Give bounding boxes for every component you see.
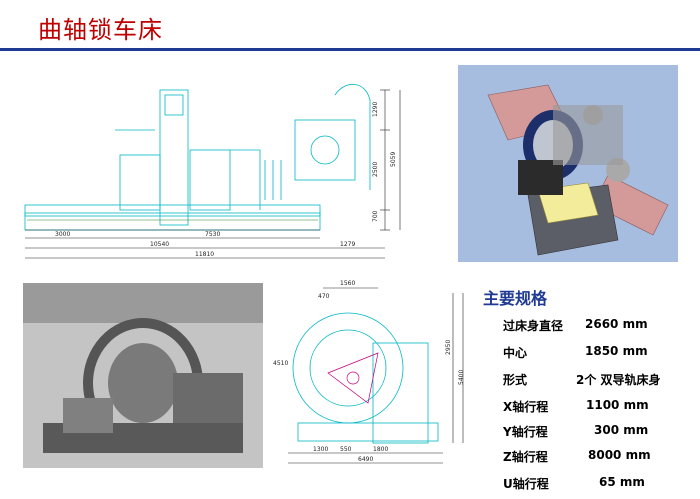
dim-4510: 4510 [273, 360, 288, 367]
spec-label-bed-swing: 过床身直径 [503, 319, 564, 333]
dim-700: 700 [372, 210, 379, 222]
dim-7530: 7530 [205, 231, 220, 238]
machine-photo [23, 283, 263, 468]
dim-2500: 2500 [372, 162, 379, 177]
dim-5400: 5400 [458, 370, 465, 385]
dim-550: 550 [340, 446, 352, 453]
spec-value-u-travel: 65 mm [599, 475, 645, 489]
spec-label-type: 形式 [503, 373, 528, 387]
dim-6490: 6490 [358, 456, 373, 463]
spec-value-y-travel: 300 mm [594, 423, 649, 437]
spec-value-z-travel: 8000 mm [588, 448, 651, 462]
page-title: 曲轴锁车床 [38, 16, 163, 44]
spec-label-center: 中心 [503, 346, 528, 360]
title-underline [0, 48, 700, 51]
spec-value-bed-swing: 2660 mm [585, 317, 648, 331]
spec-label-x-travel: X轴行程 [503, 400, 549, 414]
dim-1279: 1279 [340, 241, 355, 248]
dim-470: 470 [318, 293, 330, 300]
spec-value-x-travel: 1100 mm [586, 398, 649, 412]
side-elevation-drawing: 3000 7530 10540 1279 11810 1290 2500 505… [24, 83, 401, 259]
dim-1300: 1300 [313, 446, 328, 453]
spec-label-z-travel: Z轴行程 [503, 450, 548, 464]
dim-1800: 1800 [373, 446, 388, 453]
dim-5059: 5059 [390, 152, 397, 167]
dim-1560: 1560 [340, 280, 355, 287]
spec-value-center: 1850 mm [585, 344, 648, 358]
dim-2950: 2950 [445, 340, 452, 355]
spec-label-u-travel: U轴行程 [503, 477, 549, 491]
machine-3d-render [458, 65, 678, 262]
spec-label-y-travel: Y轴行程 [503, 425, 548, 439]
dim-3000: 3000 [55, 231, 70, 238]
spec-heading: 主要规格 [483, 289, 548, 308]
spec-value-type: 2个 双导轨床身 [576, 373, 661, 387]
front-elevation-drawing: 1560 470 2950 5400 1300 550 1800 6490 45… [273, 280, 465, 464]
dim-1290: 1290 [372, 102, 379, 117]
dim-11810: 11810 [195, 251, 214, 258]
dim-10540: 10540 [150, 241, 169, 248]
